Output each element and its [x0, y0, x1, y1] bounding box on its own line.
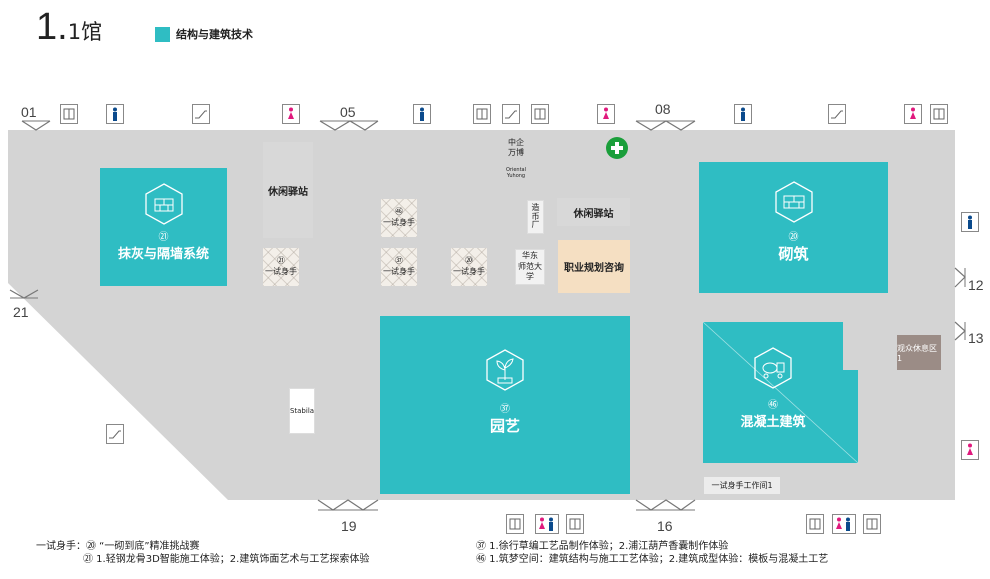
elevator-icon [863, 514, 881, 534]
elevator-icon [60, 104, 78, 124]
legend-label: 结构与建筑技术 [176, 28, 253, 41]
unisex-restroom-icon [832, 514, 856, 534]
first-aid-icon [606, 137, 628, 159]
rest-station-2[interactable]: 休闲驿站 [557, 198, 630, 226]
booth-oriental-yuhong: Oriental Yuhong [505, 167, 527, 179]
zone-21-number: ㉑ [158, 232, 169, 243]
tryout-46-label: 一试身手 [383, 218, 415, 227]
male-restroom-icon [106, 104, 124, 124]
escalator-icon [502, 104, 520, 124]
gate-05-label: 05 [340, 104, 356, 120]
gate-08-doors [635, 120, 696, 131]
tryout-37-number: ㊲ [395, 256, 403, 266]
zone-46-label: 混凝土建筑 [740, 415, 806, 430]
zone-20-label: 砌筑 [778, 245, 809, 263]
gate-19-label: 19 [341, 518, 357, 534]
male-restroom-icon [734, 104, 752, 124]
tryout-21-label: 一试身手 [265, 267, 297, 276]
gate-12-doors [954, 267, 966, 288]
tryout-37[interactable]: ㊲ 一试身手 [381, 248, 417, 286]
gate-13-label: 13 [968, 330, 984, 346]
unisex-restroom-icon [535, 514, 559, 534]
female-restroom-icon [282, 104, 300, 124]
female-restroom-icon [904, 104, 922, 124]
notes-left-1: 一试身手：⑳ “一砌到底”精准挑战赛 [36, 541, 200, 552]
zone-20[interactable]: ⑳ 砌筑 [699, 162, 888, 293]
elevator-icon [930, 104, 948, 124]
escalator-icon [828, 104, 846, 124]
zone-20-number: ⑳ [788, 232, 799, 243]
male-restroom-icon [413, 104, 431, 124]
rest-station-1[interactable]: 休闲驿站 [263, 142, 313, 238]
gate-16-doors [635, 499, 696, 511]
booth-stabila[interactable]: Stabila [289, 388, 315, 434]
tryout-20-label: 一试身手 [453, 267, 485, 276]
audience-rest-area[interactable]: 观众休息区1 [897, 335, 941, 370]
gate-01-label: 01 [21, 104, 37, 120]
zone-46[interactable]: ㊻ 混凝土建筑 [703, 322, 843, 462]
tryout-workshop[interactable]: 一试身手工作间1 [704, 477, 780, 494]
male-restroom-icon [961, 212, 979, 232]
career-consulting[interactable]: 职业规划咨询 [558, 240, 630, 293]
escalator-icon [192, 104, 210, 124]
notes-right-2: ㊻ 1.筑梦空间：建筑结构与施工工艺体验；2.建筑成型体验：模板与混凝土工艺 [476, 554, 829, 565]
zone-37-label: 园艺 [489, 417, 520, 435]
gate-21-label: 21 [13, 304, 29, 320]
tryout-21-number: ㉑ [277, 256, 285, 266]
gate-05-doors [319, 120, 379, 131]
gate-12-label: 12 [968, 277, 984, 293]
concrete-mixer-icon [751, 346, 795, 390]
legend: 结构与建筑技术 [155, 26, 253, 42]
escalator-icon [106, 424, 124, 444]
booth-zhongqi: 中企 万博 [508, 138, 524, 157]
zone-21-label: 抹灰与隔墙系统 [117, 247, 209, 262]
tryout-20[interactable]: ⑳ 一试身手 [451, 248, 487, 286]
legend-swatch [155, 26, 170, 42]
elevator-icon [506, 514, 524, 534]
booth-mint[interactable]: 造 币 厂 [527, 200, 544, 234]
booth-ecnu[interactable]: 华东 师范大学 [515, 249, 545, 285]
bricks-wall-icon [142, 182, 186, 226]
zone-37-number: ㊲ [500, 404, 510, 415]
zone-21[interactable]: ㉑ 抹灰与隔墙系统 [100, 168, 227, 286]
gate-16-label: 16 [657, 518, 673, 534]
elevator-icon [806, 514, 824, 534]
female-restroom-icon [597, 104, 615, 124]
tryout-21[interactable]: ㉑ 一试身手 [263, 248, 299, 286]
elevator-icon [566, 514, 584, 534]
bricks-trowel-icon [772, 180, 816, 224]
gate-19-doors [317, 499, 379, 511]
gate-08-label: 08 [655, 101, 671, 117]
hall-title: 1.1馆 [36, 6, 103, 48]
elevator-icon [531, 104, 549, 124]
tryout-46[interactable]: ㊻ 一试身手 [381, 199, 417, 237]
female-restroom-icon [961, 440, 979, 460]
gate-01-doors [21, 120, 51, 131]
elevator-icon [473, 104, 491, 124]
gate-13-doors [954, 321, 966, 341]
zone-46-number: ㊻ [768, 400, 778, 411]
tryout-37-label: 一试身手 [383, 267, 415, 276]
zone-37[interactable]: ㊲ 园艺 [380, 316, 630, 494]
tryout-46-number: ㊻ [395, 207, 403, 217]
notes-right-1: ㊲ 1.徐行草编工艺品制作体验；2.浦江葫芦香囊制作体验 [476, 541, 729, 552]
plant-icon [483, 348, 527, 392]
tryout-20-number: ⑳ [465, 256, 473, 266]
notes-left-2: ㉑ 1.轻钢龙骨3D智能施工体验；2.建筑饰面艺术与工艺探索体验 [83, 554, 370, 565]
